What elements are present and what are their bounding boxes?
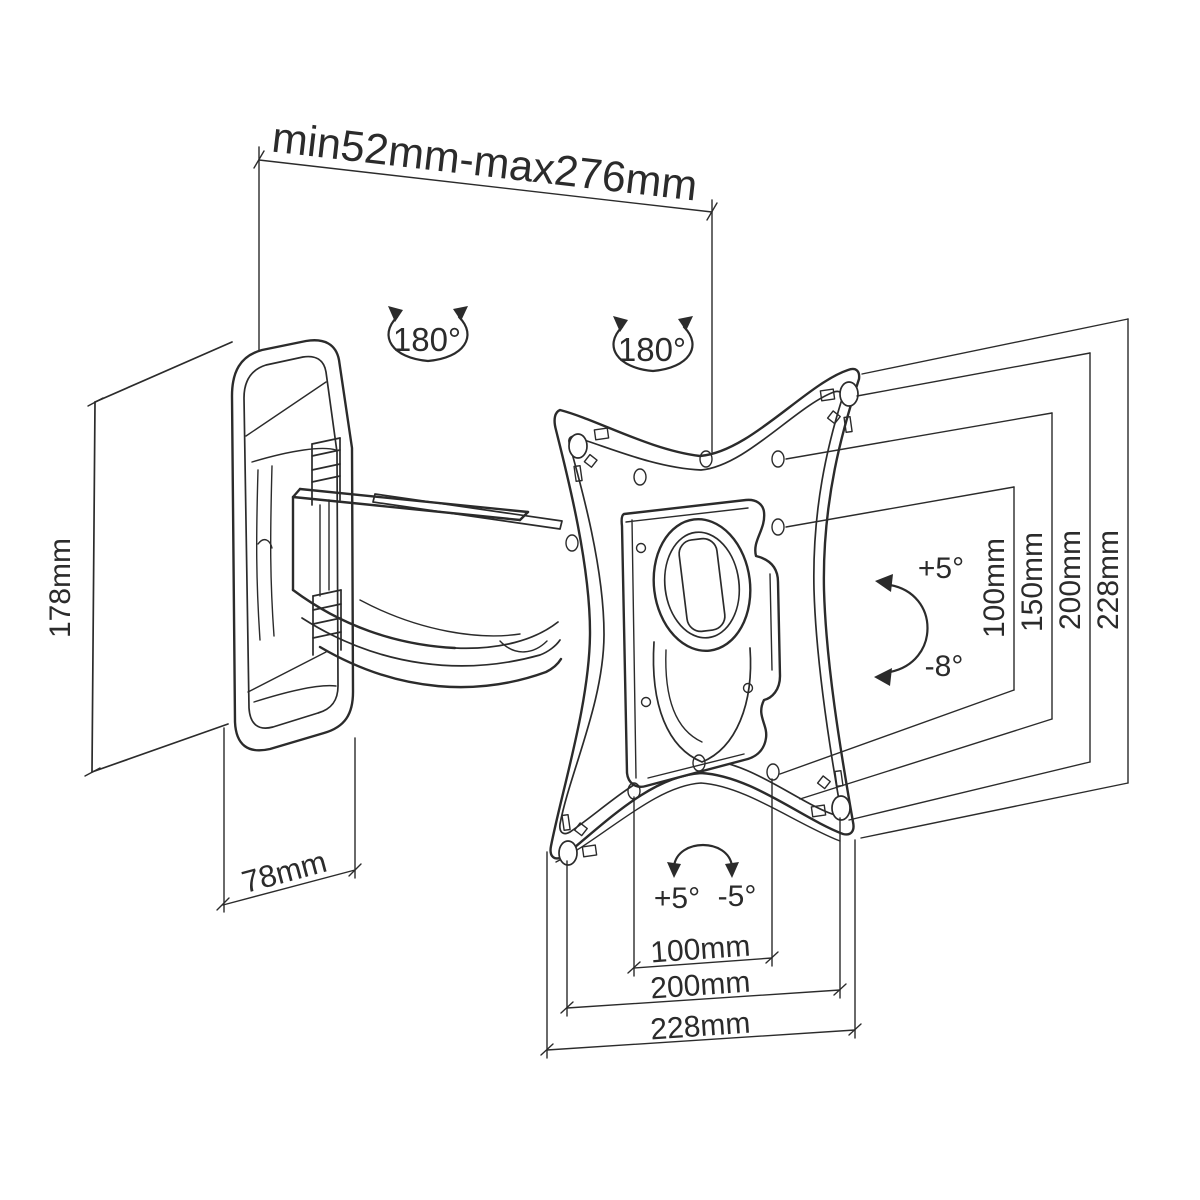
extension-range-label: min52mm-max276mm	[269, 114, 699, 211]
vesa-hole	[766, 763, 780, 781]
vesa-horizontal-228-label: 228mm	[649, 1007, 751, 1047]
diamond-hole	[583, 453, 598, 468]
mounting-hole	[558, 840, 578, 866]
swivel-left-label: 180°	[393, 321, 461, 358]
swivel-indicator-right: 180°	[612, 316, 694, 373]
dimension-vesa-vertical: 100mm 150mm 200mm 228mm	[779, 318, 1129, 839]
level-left-arrowhead	[667, 862, 681, 878]
dimension-vesa-horizontal: 100mm 200mm 228mm	[540, 778, 862, 1059]
vesa-hole	[771, 518, 785, 536]
level-left-label: +5°	[654, 882, 700, 915]
square-hole	[810, 804, 827, 818]
diamond-hole	[816, 775, 831, 790]
square-hole	[581, 844, 598, 858]
vesa-horizontal-100-label: 100mm	[649, 930, 751, 970]
tilt-up-arrowhead	[875, 574, 893, 592]
adapter-screw-hole	[742, 682, 754, 694]
adapter-center-slot	[678, 537, 726, 633]
vesa-plate	[549, 367, 861, 866]
tilt-down-arrowhead	[874, 668, 892, 686]
vesa-vertical-228-label: 228mm	[1092, 530, 1125, 630]
vesa-adapter-plate	[620, 498, 782, 788]
mounting-hole	[568, 433, 588, 459]
mounting-arm	[291, 437, 563, 689]
vesa-horizontal-200-label: 200mm	[649, 966, 751, 1006]
vesa-hole	[633, 468, 647, 486]
dimension-wall-plate-width: 78mm	[216, 727, 362, 913]
level-right-arrowhead	[725, 862, 739, 878]
square-hole	[593, 427, 610, 441]
wall-plate-width-label: 78mm	[238, 844, 330, 900]
diamond-hole	[826, 410, 841, 425]
level-indicator: +5° -5°	[654, 844, 757, 915]
swivel-left-arrowhead-left	[388, 306, 403, 322]
vesa-hole	[699, 450, 713, 468]
slot-hole	[573, 464, 583, 483]
diamond-hole	[573, 822, 588, 837]
vesa-vertical-150-label: 150mm	[1016, 532, 1049, 632]
vesa-plate-holes	[558, 381, 859, 866]
mounting-hole	[831, 795, 851, 821]
wall-plane	[84, 341, 233, 777]
vesa-hole	[771, 450, 785, 468]
swivel-indicator-left: 180°	[387, 306, 469, 363]
vesa-vertical-100-label: 100mm	[978, 538, 1011, 638]
tilt-up-label: +5°	[918, 552, 964, 585]
swivel-left-arrowhead-right	[453, 306, 468, 321]
tilt-indicator: +5° -8°	[874, 552, 964, 686]
adapter-ring-inner	[663, 531, 741, 639]
mounting-hole	[839, 381, 859, 407]
swivel-right-arrowhead-left	[613, 316, 628, 332]
dimension-wall-plate-height: 178mm	[44, 538, 77, 638]
level-right-label: -5°	[718, 880, 757, 913]
adapter-screw-hole	[640, 696, 652, 708]
vesa-hole	[565, 534, 579, 552]
swivel-right-label: 180°	[618, 331, 686, 368]
tilt-down-label: -8°	[925, 650, 964, 683]
square-hole	[819, 388, 836, 402]
slot-hole	[843, 415, 853, 434]
plate-height-label: 178mm	[44, 538, 77, 638]
vesa-hole	[692, 754, 706, 772]
swivel-right-arrowhead-right	[678, 316, 693, 331]
slot-hole	[561, 813, 571, 832]
vesa-vertical-200-label: 200mm	[1054, 530, 1087, 630]
adapter-screw-hole	[635, 542, 647, 554]
